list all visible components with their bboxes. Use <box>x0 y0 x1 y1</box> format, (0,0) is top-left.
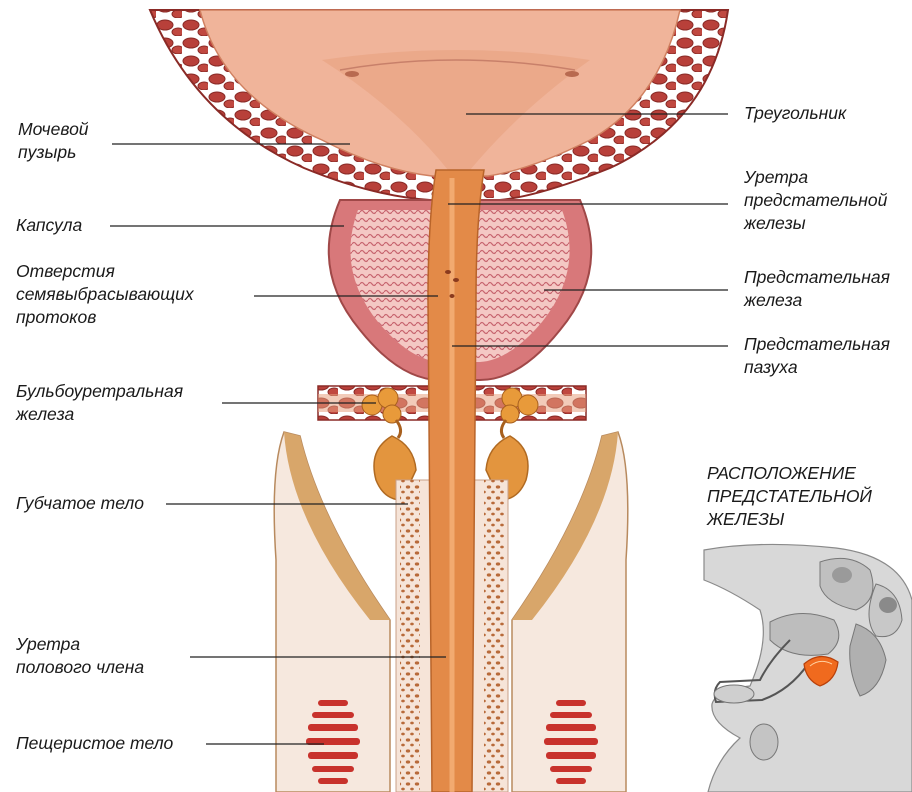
label-prostatic-urethra: Уретра предстательной железы <box>744 166 887 235</box>
label-spongy-body: Губчатое тело <box>16 492 144 515</box>
label-bladder: Мочевой пузырь <box>18 118 89 164</box>
label-prostatic-utricle: Предстательная пазуха <box>744 333 890 379</box>
ejaculatory-duct-openings <box>445 270 451 274</box>
label-prostate: Предстательная железа <box>744 266 890 312</box>
label-penile-urethra: Уретра полового члена <box>16 633 144 679</box>
erectile-tissue-left <box>306 700 360 784</box>
label-trigone: Треугольник <box>744 102 846 125</box>
label-ejaculatory-ducts: Отверстия семявыбрасывающих протоков <box>16 260 194 329</box>
erectile-tissue-right <box>544 700 598 784</box>
pelvis-cross-section-icon <box>704 544 912 792</box>
label-capsule: Капсула <box>16 214 82 237</box>
inset-title: РАСПОЛОЖЕНИЕ ПРЕДСТАТЕЛЬНОЙ ЖЕЛЕЗЫ <box>707 462 872 531</box>
label-cavernous-body: Пещеристое тело <box>16 732 173 755</box>
label-bulbourethral-gland: Бульбоуретральная железа <box>16 380 183 426</box>
